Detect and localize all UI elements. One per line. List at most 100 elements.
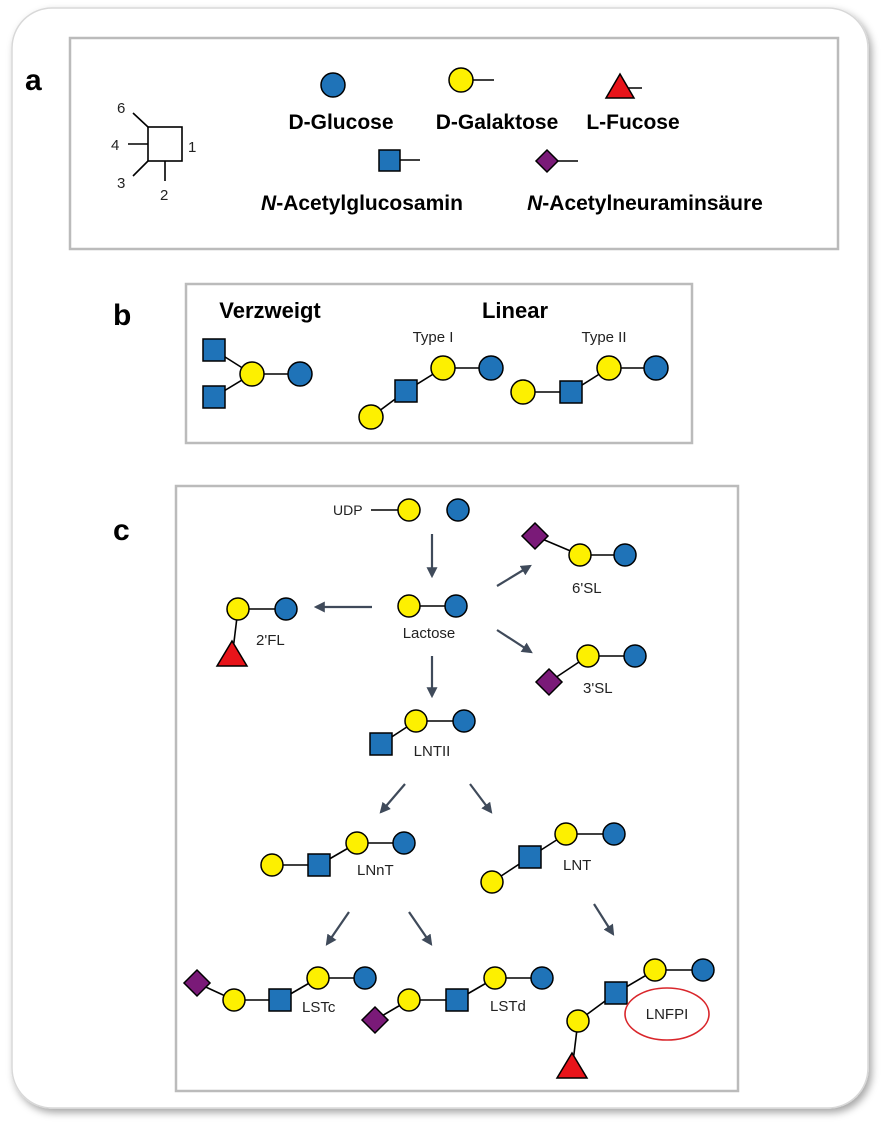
neu5ac-icon — [182, 968, 212, 998]
neu5ac-label-italic: N — [527, 192, 543, 215]
lstd-glycan: LSTd — [360, 966, 554, 1035]
neu5ac-legend-icon — [534, 148, 560, 174]
galactose-icon — [596, 355, 622, 381]
glcnac-icon — [268, 988, 292, 1012]
neu5ac-label-rest: -Acetylneuraminsäure — [542, 192, 763, 215]
galactose-icon — [397, 988, 421, 1012]
glucose-icon — [613, 543, 637, 567]
glucose-icon — [287, 361, 313, 387]
lnnt-glycan: LNnT — [260, 831, 416, 879]
galactose-icon — [480, 870, 504, 894]
glcnac-icon — [307, 853, 331, 877]
glucose-icon — [392, 831, 416, 855]
lntii-glycan: LNTII — [369, 709, 476, 760]
type1-label: Type I — [413, 329, 454, 346]
arrow-lntii-to-lnnt — [379, 783, 406, 814]
galactose-icon — [483, 966, 507, 990]
glcnac-icon — [518, 845, 542, 869]
panel-c: c UDP Lactose 2'FL — [113, 484, 740, 1093]
glcnac-label-rest: -Acetylglucosamin — [276, 192, 463, 215]
glcnac-legend-icon — [378, 149, 401, 172]
glucose-icon — [623, 644, 647, 668]
arrow-lnnt-to-lstd — [408, 911, 433, 946]
glcnac-icon — [445, 988, 469, 1012]
ring-pos-2: 2 — [160, 187, 168, 204]
neu5ac-icon — [520, 521, 550, 551]
3sl-glycan: 3'SL — [534, 644, 647, 697]
galactose-icon — [430, 355, 456, 381]
branched-glycan — [202, 338, 313, 409]
type2-label: Type II — [581, 329, 626, 346]
lstd-label: LSTd — [490, 998, 526, 1015]
3sl-label: 3'SL — [583, 680, 613, 697]
glucose-icon — [643, 355, 669, 381]
panel-a-letter: a — [25, 64, 42, 97]
ring-pos-6: 6 — [117, 100, 125, 117]
lnt-glycan: LNT — [480, 822, 626, 894]
panel-a: a 6 4 3 2 1 D-Glucose D-Galaktose L-Fuco… — [25, 36, 840, 251]
ring-pos-1: 1 — [188, 139, 196, 156]
glucose-icon — [691, 958, 715, 982]
lstc-glycan: LSTc — [182, 966, 377, 1016]
ring-pos-3: 3 — [117, 175, 125, 192]
type2-glycan — [510, 355, 669, 405]
glucose-icon — [274, 597, 298, 621]
branched-label: Verzweigt — [219, 298, 321, 323]
udp-galactose-glucose: UDP — [333, 498, 470, 522]
lntii-label: LNTII — [414, 743, 451, 760]
galactose-icon — [345, 831, 369, 855]
galactose-icon — [576, 644, 600, 668]
panel-c-letter: c — [113, 514, 130, 547]
fucose-label: L-Fucose — [586, 111, 679, 134]
lstc-label: LSTc — [302, 999, 336, 1016]
glcnac-label: N-Acetylglucosamin — [261, 192, 463, 215]
glcnac-icon — [604, 981, 628, 1005]
arrow-lnnt-to-lstc — [325, 911, 350, 946]
type1-glycan — [358, 355, 504, 430]
lnt-label: LNT — [563, 857, 591, 874]
galactose-icon — [397, 498, 421, 522]
galactose-icon — [306, 966, 330, 990]
arrow-lactose-to-3sl — [496, 629, 533, 654]
arrow-lnt-to-lnfpi — [593, 903, 615, 936]
ring-schematic: 6 4 3 2 1 — [111, 100, 196, 204]
neu5ac-label: N-Acetylneuraminsäure — [527, 192, 763, 215]
glcnac-icon — [559, 380, 583, 404]
galactose-icon — [397, 594, 421, 618]
arrow-lntii-to-lnt — [469, 783, 493, 814]
fucose-icon — [555, 1051, 589, 1079]
lnnt-label: LNnT — [357, 862, 394, 879]
galactose-icon — [404, 709, 428, 733]
glcnac-icon — [394, 379, 418, 403]
panel-b-letter: b — [113, 299, 131, 332]
glucose-icon — [452, 709, 476, 733]
lactose-glycan: Lactose — [397, 594, 468, 642]
galactose-icon — [510, 379, 536, 405]
glucose-icon — [478, 355, 504, 381]
ring-pos-4: 4 — [111, 137, 119, 154]
glucose-legend-icon — [320, 72, 346, 98]
6sl-label: 6'SL — [572, 580, 602, 597]
glcnac-icon — [369, 732, 393, 756]
glucose-icon — [446, 498, 470, 522]
galactose-icon — [222, 988, 246, 1012]
lnfpi-highlight-ellipse — [624, 987, 710, 1041]
lactose-label: Lactose — [403, 625, 456, 642]
lnfpi-glycan: LNFPI — [555, 958, 715, 1079]
neu5ac-icon — [360, 1005, 390, 1035]
2fl-glycan: 2'FL — [215, 597, 298, 667]
galactose-icon — [643, 958, 667, 982]
2fl-label: 2'FL — [256, 632, 285, 649]
galactose-icon — [554, 822, 578, 846]
6sl-glycan: 6'SL — [520, 521, 637, 597]
galactose-legend-icon — [448, 67, 474, 93]
glucose-label: D-Glucose — [288, 111, 393, 134]
galactose-icon — [260, 853, 284, 877]
fucose-icon — [215, 639, 249, 667]
galactose-icon — [239, 361, 265, 387]
glcnac-label-italic: N — [261, 192, 277, 215]
galactose-label: D-Galaktose — [436, 111, 559, 134]
glcnac-icon — [202, 338, 226, 362]
neu5ac-icon — [534, 667, 564, 697]
lnfpi-label: LNFPI — [646, 1006, 689, 1023]
